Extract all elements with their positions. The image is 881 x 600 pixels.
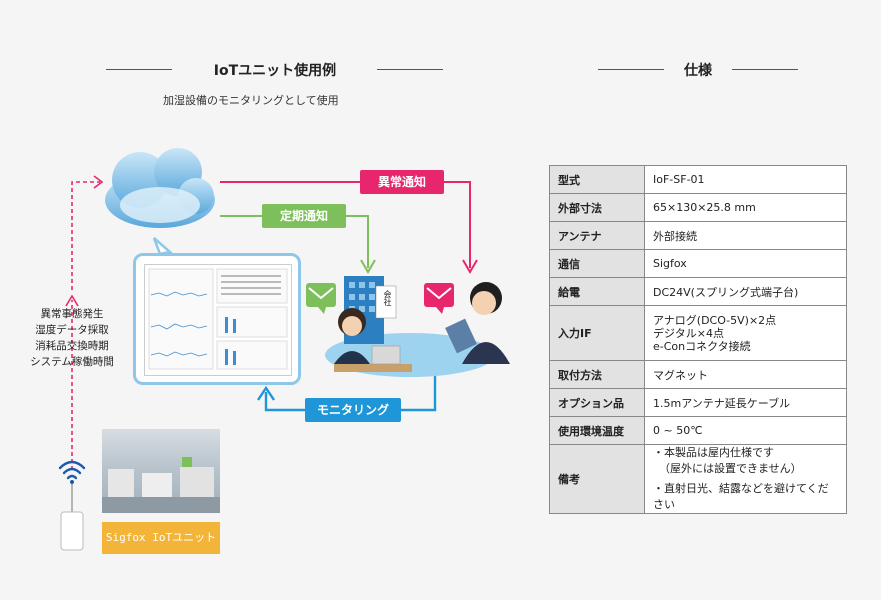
spec-key: アンテナ [549, 221, 645, 250]
spec-key: 取付方法 [549, 360, 645, 389]
monitoring-label: モニタリング [305, 398, 401, 422]
monitored-items-list: 異常事態発生 湿度データ採取 消耗品交換時期 システム稼働時間 [20, 306, 124, 370]
spec-key: 通信 [549, 249, 645, 278]
table-row: 使用環境温度 0 ~ 50℃ [549, 416, 847, 445]
regular-label: 定期通知 [262, 204, 346, 228]
usage-example-subtitle: 加湿設備のモニタリングとして使用 [163, 94, 339, 107]
system-diagram [58, 148, 510, 551]
spec-value-line: アナログ(DCO-5V)×2点 [653, 313, 777, 327]
spec-key: 給電 [549, 277, 645, 306]
table-row: 型式 IoF-SF-01 [549, 165, 847, 194]
cloud-icon [105, 148, 215, 228]
table-row: 取付方法 マグネット [549, 360, 847, 389]
monitored-item: 湿度データ採取 [35, 324, 109, 336]
wifi-icon [58, 460, 86, 480]
right-title-rule-right [732, 69, 798, 70]
left-title-rule-right [377, 69, 443, 70]
monitored-item: 消耗品交換時期 [35, 340, 109, 352]
table-row: オプション品 1.5mアンテナ延長ケーブル [549, 388, 847, 417]
usage-example-title: IoTユニット使用例 [213, 63, 337, 79]
iot-unit-device [60, 511, 84, 551]
spec-note-line: （屋外には設置できません） [659, 462, 802, 475]
left-title-rule-left [106, 69, 172, 70]
spec-key: 備考 [549, 444, 645, 514]
spec-key: 外部寸法 [549, 193, 645, 222]
dashboard-charts [148, 268, 288, 370]
spec-value: Sigfox [644, 249, 847, 278]
spec-key: 使用環境温度 [549, 416, 645, 445]
table-row: 入力IF アナログ(DCO-5V)×2点 デジタル×4点 e-Conコネクタ接続 [549, 305, 847, 361]
monitored-item: システム稼働時間 [30, 356, 114, 368]
spec-value: 0 ~ 50℃ [644, 416, 847, 445]
table-row: 給電 DC24V(スプリング式端子台) [549, 277, 847, 306]
dashboard-screen [144, 264, 292, 376]
spec-key: 入力IF [549, 305, 645, 361]
iot-unit-badge: Sigfox IoTユニット [102, 522, 220, 554]
spec-value-line: e-Conコネクタ接続 [653, 339, 751, 353]
company-sign: 会社 [383, 290, 392, 306]
dashboard-frame [133, 253, 301, 385]
anomaly-arrow [220, 181, 471, 268]
spec-value: DC24V(スプリング式端子台) [644, 277, 847, 306]
spec-value: マグネット [644, 360, 847, 389]
spec-value: IoF-SF-01 [644, 165, 847, 194]
laptop-icon [371, 345, 401, 365]
desk [334, 364, 412, 372]
spec-value: 1.5mアンテナ延長ケーブル [644, 388, 847, 417]
mail-icon-pink [424, 283, 454, 314]
spec-title: 仕様 [684, 63, 712, 79]
spec-key: 型式 [549, 165, 645, 194]
monitored-item: 異常事態発生 [40, 308, 104, 320]
anomaly-label: 異常通知 [360, 170, 444, 194]
tablet-icon [445, 318, 477, 354]
spec-value: 65×130×25.8 mm [644, 193, 847, 222]
table-row: 外部寸法 65×130×25.8 mm [549, 193, 847, 222]
spec-value: 外部接続 [644, 221, 847, 250]
spec-value: アナログ(DCO-5V)×2点 デジタル×4点 e-Conコネクタ接続 [644, 305, 847, 361]
spec-value-line: デジタル×4点 [653, 326, 724, 340]
table-row: 備考 ・本製品は屋内仕様です （屋外には設置できません） ・直射日光、結露などを… [549, 444, 847, 514]
spec-key: オプション品 [549, 388, 645, 417]
table-row: アンテナ 外部接続 [549, 221, 847, 250]
spec-note-line: ・直射日光、結露などを避けてください [653, 482, 829, 511]
mail-icon-green [306, 283, 336, 314]
table-row: 通信 Sigfox [549, 249, 847, 278]
right-title-rule-left [598, 69, 664, 70]
spec-note-line: ・本製品は屋内仕様です [653, 446, 774, 459]
spec-table: 型式 IoF-SF-01 外部寸法 65×130×25.8 mm アンテナ 外部… [549, 165, 847, 514]
factory-photo [102, 429, 220, 513]
spec-value: ・本製品は屋内仕様です （屋外には設置できません） ・直射日光、結露などを避けて… [644, 444, 847, 514]
